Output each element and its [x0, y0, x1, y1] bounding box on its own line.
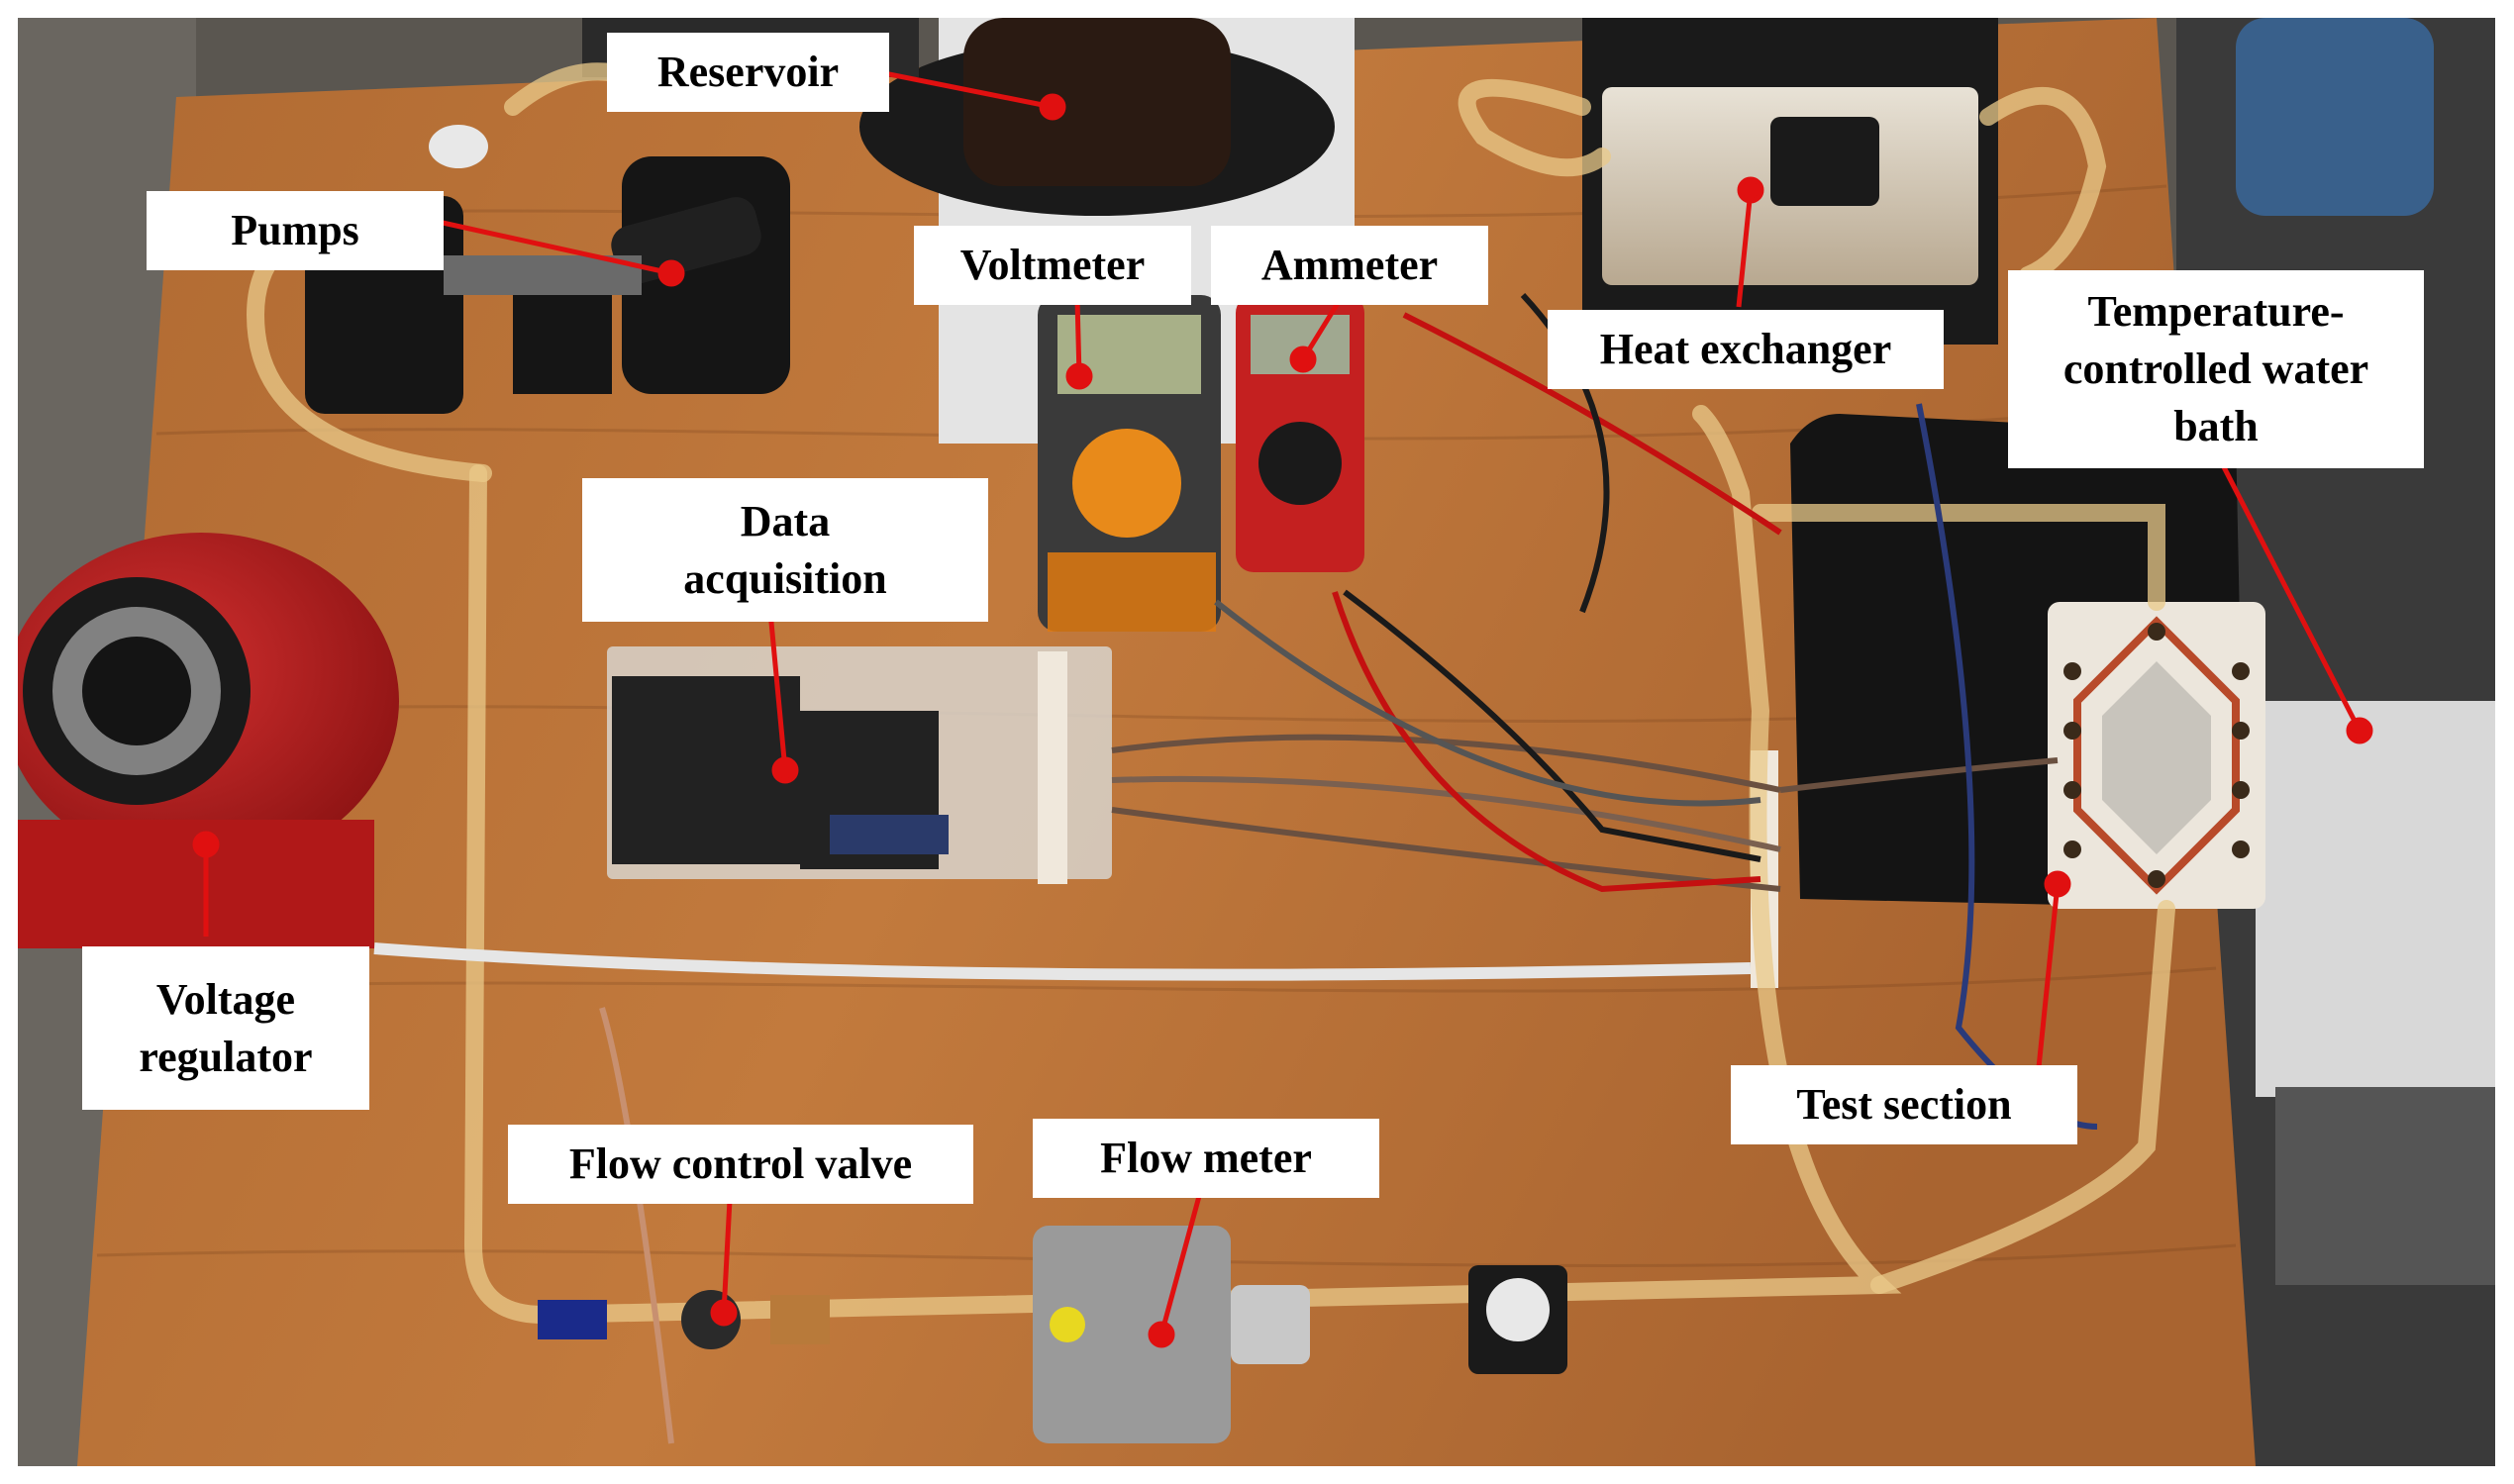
- test-section-bolts: [2063, 623, 2250, 888]
- reservoir-callout-line: [878, 69, 1054, 110]
- daq-module: [612, 676, 800, 864]
- flow-meter-callout-line: [1158, 1188, 1204, 1336]
- voltage-regulator-knob: [82, 637, 191, 745]
- experimental-setup-photo: Reservoir Pumps Voltmeter Ammeter Heat e…: [18, 18, 2495, 1466]
- water-bath-callout-line: [2218, 459, 2363, 733]
- voltmeter-dial: [1072, 429, 1181, 538]
- test-section-window: [2102, 661, 2211, 854]
- pump-mount-mid: [513, 285, 612, 394]
- water-bottle: [2236, 18, 2434, 216]
- flow-control-valve-label: Flow control valve: [508, 1125, 973, 1204]
- heat-exchanger-sensor: [1770, 117, 1879, 206]
- ball-valve: [538, 1300, 607, 1339]
- valve-fitting: [770, 1295, 830, 1344]
- heat-exchanger-callout-dot: [1737, 176, 1764, 204]
- water-bath: [2256, 701, 2495, 1097]
- data-acquisition-label: Data acquisition: [582, 478, 988, 622]
- reservoir-callout-dot: [1039, 93, 1066, 121]
- ammeter-dial: [1258, 422, 1342, 505]
- pump-motor: [611, 197, 761, 284]
- cup: [429, 125, 488, 168]
- heat-exchanger-callout-line: [1736, 189, 1754, 308]
- test-section-callout-line: [2035, 883, 2061, 1078]
- flow-control-valve-callout-dot: [710, 1299, 738, 1327]
- inline-pump-fan: [1486, 1278, 1550, 1341]
- callout-layer: [192, 69, 2373, 1348]
- test-section-seal: [2073, 616, 2240, 895]
- pumps-callout-dot: [657, 259, 685, 287]
- voltmeter-label: Voltmeter: [914, 226, 1191, 305]
- reservoir-label: Reservoir: [607, 33, 889, 112]
- flow-meter-connector: [1050, 1307, 1085, 1342]
- test-section-label: Test section: [1731, 1065, 2077, 1144]
- pumps-callout-line: [433, 218, 672, 276]
- voltage-regulator-label: Voltage regulator: [82, 946, 369, 1110]
- daq-label-plate: [830, 815, 949, 854]
- pump-fitting: [444, 255, 642, 295]
- water-bath-callout-dot: [2346, 717, 2373, 744]
- bath-side: [2275, 1087, 2495, 1285]
- ammeter-label: Ammeter: [1211, 226, 1488, 305]
- daq-callout-line: [767, 611, 788, 771]
- flow-meter-sensor: [1231, 1285, 1310, 1364]
- flow-meter-label: Flow meter: [1033, 1119, 1379, 1198]
- test-section-callout-dot: [2044, 870, 2071, 898]
- flow-meter-callout-dot: [1148, 1321, 1175, 1348]
- voltage-regulator-callout-dot: [192, 831, 220, 858]
- ammeter-callout-dot: [1289, 346, 1317, 373]
- flow-meter: [1033, 1226, 1231, 1443]
- voltmeter-bottom: [1048, 552, 1216, 632]
- pumps-label: Pumps: [147, 191, 444, 270]
- heat-exchanger-label: Heat exchanger: [1548, 310, 1944, 389]
- daq-callout-dot: [771, 756, 799, 784]
- voltmeter-callout-dot: [1065, 362, 1093, 390]
- water-bath-label: Temperature- controlled water bath: [2008, 270, 2424, 468]
- reservoir: [963, 18, 1231, 186]
